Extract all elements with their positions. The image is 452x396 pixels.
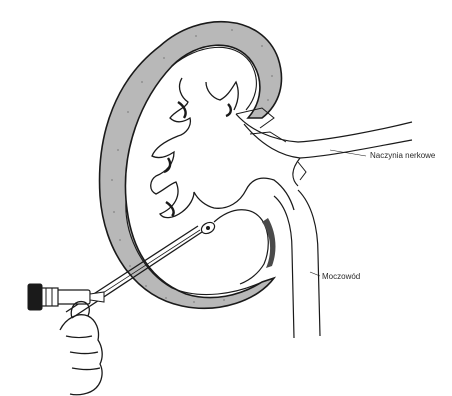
- lower-pole-band: [214, 210, 268, 284]
- kidney-cortex: [100, 22, 282, 309]
- ureter: [274, 190, 320, 338]
- hand: [60, 302, 102, 395]
- renal-vessels-label: Naczynia nerkowe: [369, 152, 436, 160]
- vessels-leader-line: [330, 150, 366, 156]
- renal-vessels: [236, 114, 412, 186]
- endoscope-handle: [28, 284, 104, 310]
- calyx-shading: [164, 102, 231, 216]
- endoscope-tip-lens: [206, 226, 210, 230]
- ureter-label: Moczowód: [321, 273, 361, 281]
